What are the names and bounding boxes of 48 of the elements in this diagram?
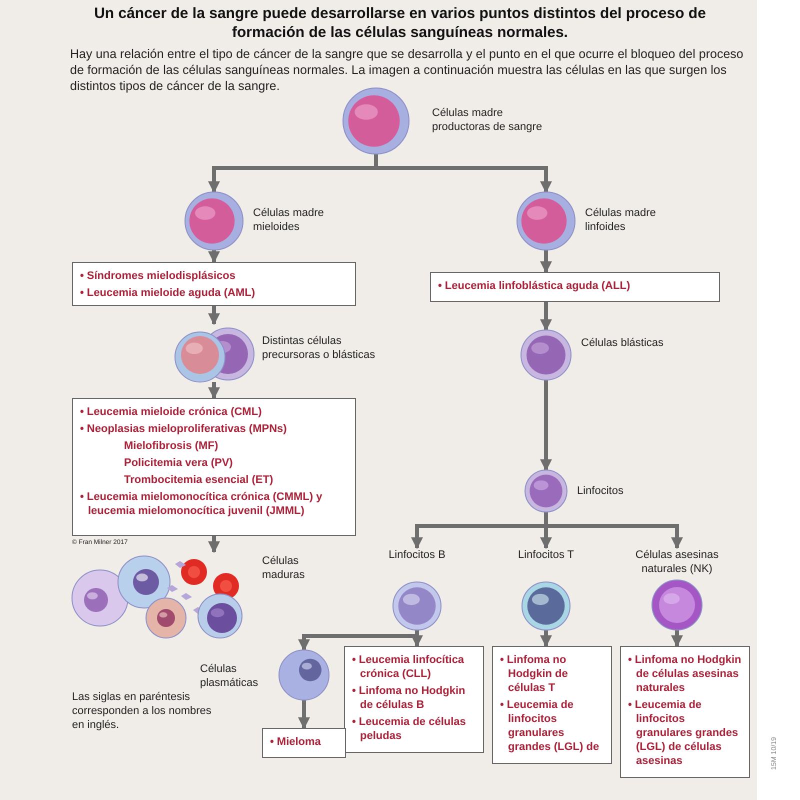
arrow (540, 302, 552, 332)
disease-name: • Linfoma no Hodgkin de células B (352, 684, 466, 712)
arrow (208, 250, 220, 264)
disease-name: • Leucemia mieloide crónica (CML) (80, 405, 263, 419)
cell-caption: Distintas células precursoras o blásticas (262, 334, 376, 362)
disease-name: • Linfoma no Hodgkin de células asesinas naturales (628, 653, 742, 695)
arrow (298, 700, 310, 730)
cell-caption: Linfocitos T (516, 548, 576, 562)
disease-name: • Leucemia linfoblástica aguda (ALL) (438, 279, 632, 293)
disease-name: • Leucemia linfocítica crónica (CLL) (352, 653, 466, 681)
cell-caption: Linfocitos (577, 484, 624, 498)
cell-caption: Linfocitos B (388, 548, 446, 562)
arrow (208, 536, 220, 554)
disease-list-box (344, 646, 484, 753)
arrow (208, 382, 220, 400)
disease-list-box (492, 646, 612, 764)
arrow (540, 630, 552, 648)
arrow (540, 250, 552, 274)
footnote: Las siglas en paréntesis corresponden a los nombres en inglés. (72, 690, 212, 732)
cell-caption: Células madre linfoides (585, 206, 657, 234)
disease-list-box (72, 398, 356, 536)
disease-list-box (430, 272, 720, 302)
arrow (208, 306, 220, 326)
cell-caption: Células madre mieloides (253, 206, 325, 234)
disease-name: • Leucemia de células peludas (352, 715, 467, 743)
disease-list-box (620, 646, 750, 778)
arrow (540, 380, 552, 472)
cell-caption: Células maduras (262, 554, 306, 582)
disease-name: • Linfoma no Hodgkin de células T (500, 653, 569, 695)
disease-name: • Mieloma (270, 735, 322, 749)
disease-name: • Leucemia mieloide aguda (AML) (80, 286, 256, 300)
disease-name: Mielofibrosis (MF) (123, 439, 220, 453)
title: Un cáncer de la sangre puede desarrollarse en varios puntos distintos del proceso de formación de las células sanguíneas normales. (93, 4, 707, 42)
intro-paragraph: Hay una relación entre el tipo de cáncer de la sangre que se desarrolla y el punto en el que ocurre el bloqueo del proceso de formación de las células sanguíneas normales. La imagen a continuación muestra las células en las que surgen los distintos tipos de cáncer de la sangre. (70, 46, 744, 94)
disease-name: • Neoplasias mieloproliferativas (MPNs) (80, 422, 288, 436)
cell-caption: Células madre productoras de sangre (432, 106, 544, 134)
disease-name: • Leucemia de linfocitos granulares grandes (LGL) de células asesinas (628, 698, 740, 768)
disease-name: • Leucemia mielomonocítica crónica (CMML) y leucemia mielomonocítica juvenil (JMML) (80, 490, 324, 518)
arrow (671, 630, 683, 648)
disease-name: Policitemia vera (PV) (123, 456, 234, 470)
disease-list-box (72, 262, 356, 306)
cell-caption: Células blásticas (581, 336, 665, 350)
disease-name: • Síndromes mielodisplásicos (80, 269, 236, 283)
disease-list-box (262, 728, 346, 758)
disease-name: Trombocitemia esencial (ET) (123, 473, 274, 487)
cell-caption: Células plasmáticas (200, 662, 260, 690)
cell-caption: Células asesinas naturales (NK) (634, 548, 720, 576)
disease-name: • Leucemia de linfocitos granulares grandes (LGL) de (500, 698, 600, 754)
